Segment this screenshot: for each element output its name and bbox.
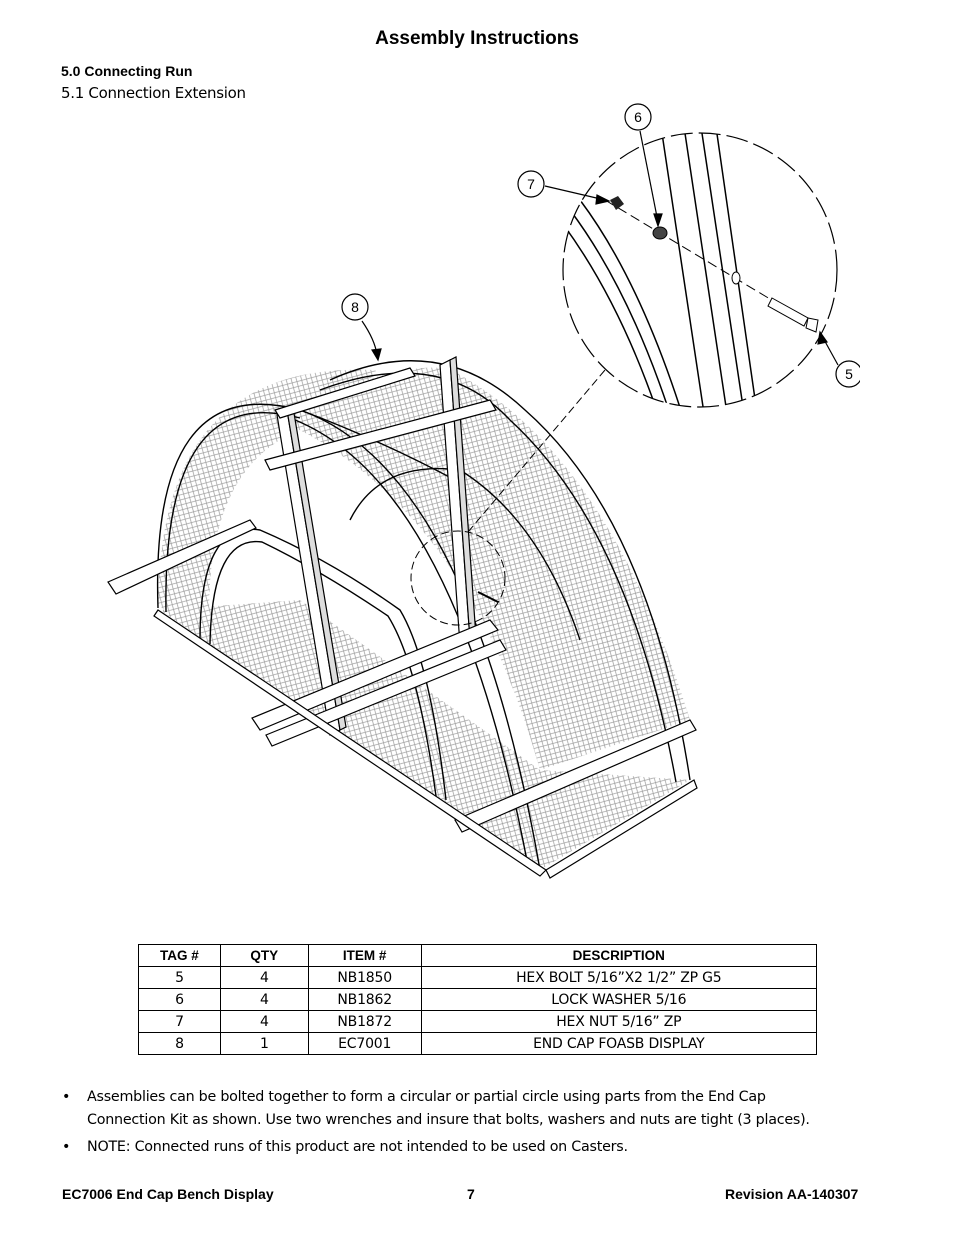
callout-balloon-8: 8 (341, 293, 369, 321)
footer-revision: Revision AA-140307 (725, 1186, 859, 1202)
svg-text:5: 5 (845, 366, 853, 382)
cell-description: LOCK WASHER 5/16 (420, 988, 818, 1011)
table-row: 6 4 NB1862 LOCK WASHER 5/16 (138, 988, 818, 1011)
column-header-description: DESCRIPTION (420, 944, 818, 967)
cell-qty: 4 (219, 1010, 309, 1033)
svg-text:6: 6 (634, 109, 642, 125)
bullet-icon: • (62, 1089, 71, 1105)
cell-qty: 4 (219, 988, 309, 1011)
cell-description: HEX BOLT 5/16”X2 1/2” ZP G5 (420, 966, 818, 989)
parts-table: TAG # QTY ITEM # DESCRIPTION 5 4 NB1850 … (138, 944, 818, 1055)
cell-description: END CAP FOASB DISPLAY (420, 1032, 818, 1055)
svg-text:7: 7 (527, 176, 535, 192)
callout-balloon-5: 5 (835, 360, 860, 388)
cell-description: HEX NUT 5/16” ZP (420, 1010, 818, 1033)
table-header-row: TAG # QTY ITEM # DESCRIPTION (138, 944, 818, 967)
table-row: 8 1 EC7001 END CAP FOASB DISPLAY (138, 1032, 818, 1055)
notes-list: • Assemblies can be bolted together to f… (62, 1086, 842, 1163)
svg-text:8: 8 (351, 299, 359, 315)
hex-nut-icon (610, 196, 624, 210)
callout-balloon-6: 6 (624, 103, 652, 131)
cell-item: EC7001 (307, 1032, 422, 1055)
crossbars (107, 367, 698, 879)
callout-leaders (361, 130, 839, 366)
list-item: • Assemblies can be bolted together to f… (62, 1086, 842, 1132)
hex-bolt-icon (767, 297, 809, 327)
table-row: 5 4 NB1850 HEX BOLT 5/16”X2 1/2” ZP G5 (138, 966, 818, 989)
column-header-tag: TAG # (138, 944, 221, 967)
cell-tag: 8 (138, 1032, 221, 1055)
footer-page-number: 7 (467, 1186, 475, 1202)
detail-marker (410, 369, 606, 626)
cell-item: NB1862 (307, 988, 422, 1011)
cell-item: NB1850 (307, 966, 422, 989)
list-item: • NOTE: Connected runs of this product a… (62, 1136, 842, 1159)
assembly-drawing: 6 7 8 5 (107, 103, 860, 879)
note-text: NOTE: Connected runs of this product are… (87, 1139, 628, 1155)
cell-tag: 7 (138, 1010, 221, 1033)
cell-tag: 5 (138, 966, 221, 989)
cell-qty: 1 (219, 1032, 309, 1055)
bullet-icon: • (62, 1139, 71, 1155)
subsection-heading: 5.1 Connection Extension (61, 84, 246, 102)
note-text: Assemblies can be bolted together to for… (87, 1089, 810, 1128)
cell-qty: 4 (219, 966, 309, 989)
mesh-panels (158, 367, 690, 870)
column-header-qty: QTY (219, 944, 309, 967)
cell-tag: 6 (138, 988, 221, 1011)
column-header-item: ITEM # (307, 944, 422, 967)
lock-washer-icon (652, 226, 668, 240)
section-heading: 5.0 Connecting Run (61, 63, 193, 79)
footer-document-name: EC7006 End Cap Bench Display (62, 1186, 274, 1202)
cell-item: NB1872 (307, 1010, 422, 1033)
callout-balloon-7: 7 (517, 170, 545, 198)
frame-posts (276, 356, 477, 736)
table-row: 7 4 NB1872 HEX NUT 5/16” ZP (138, 1010, 818, 1033)
page-title: Assembly Instructions (375, 28, 579, 49)
detail-view (562, 132, 838, 408)
